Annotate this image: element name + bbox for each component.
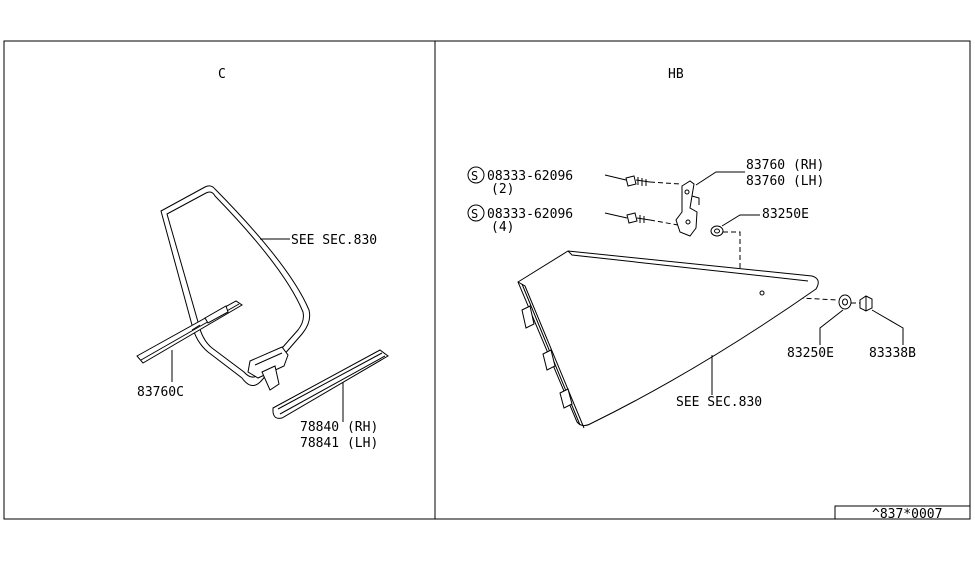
label-83760c: 83760C (137, 385, 184, 400)
label-see-sec-right: SEE SEC.830 (676, 395, 762, 410)
grommet-bottom (838, 294, 852, 310)
leader-hinge (695, 171, 745, 186)
right-panel-title: HB (668, 67, 684, 82)
hinge-83760 (675, 180, 700, 237)
label-screw-1: 08333-62096 (487, 169, 573, 184)
screw-symbol-icon (467, 166, 485, 184)
screw-spec-2: S 08333-62096 (4) (467, 204, 573, 235)
label-hinge-rh: 83760 (RH) (746, 158, 824, 173)
glass-bracket-left (247, 346, 289, 391)
screw-symbol-1: S (471, 169, 478, 183)
screw-spec-1: S 08333-62096 (2) (467, 166, 573, 197)
label-see-sec-left: SEE SEC.830 (291, 233, 377, 248)
label-cap: 83338B (869, 346, 916, 361)
strip-83760c (136, 300, 243, 364)
footer-code: ^837*0007 (872, 507, 942, 522)
screw-symbol-2: S (471, 207, 478, 221)
dash-screw-1 (649, 181, 681, 185)
diagram-frame (3, 40, 971, 520)
right-panel: HB S 08333-62096 (2) S 08333-62096 (4) (467, 67, 916, 429)
leader-grommet-top (721, 214, 760, 227)
label-78841: 78841 (LH) (300, 436, 378, 451)
screw-symbol-icon-2 (467, 204, 485, 222)
quarter-glass-right (517, 250, 819, 429)
screw-2-part (626, 212, 651, 224)
leader-screw-2 (604, 212, 628, 219)
left-panel-title: C (218, 67, 226, 82)
label-78840: 78840 (RH) (300, 420, 378, 435)
grommet-top (710, 225, 724, 237)
label-screw-1-qty: (2) (491, 182, 514, 197)
label-grommet-top: 83250E (762, 207, 809, 222)
moulding-78840 (272, 349, 389, 419)
label-grommet-bottom: 83250E (787, 346, 834, 361)
label-screw-2: 08333-62096 (487, 207, 573, 222)
left-panel: C 83760C 78840 (RH) 78841 (LH) (136, 67, 389, 451)
label-hinge-lh: 83760 (LH) (746, 174, 824, 189)
leader-cap (871, 309, 904, 345)
quarter-glass-left (160, 185, 311, 386)
leader-screw-1 (604, 174, 627, 181)
leader-grommet-bottom (819, 309, 844, 345)
label-screw-2-qty: (4) (491, 220, 514, 235)
cap-83338b (859, 295, 873, 312)
dash-screw-2 (649, 219, 679, 226)
screw-1-part (625, 175, 651, 187)
footer-tab (834, 505, 970, 519)
